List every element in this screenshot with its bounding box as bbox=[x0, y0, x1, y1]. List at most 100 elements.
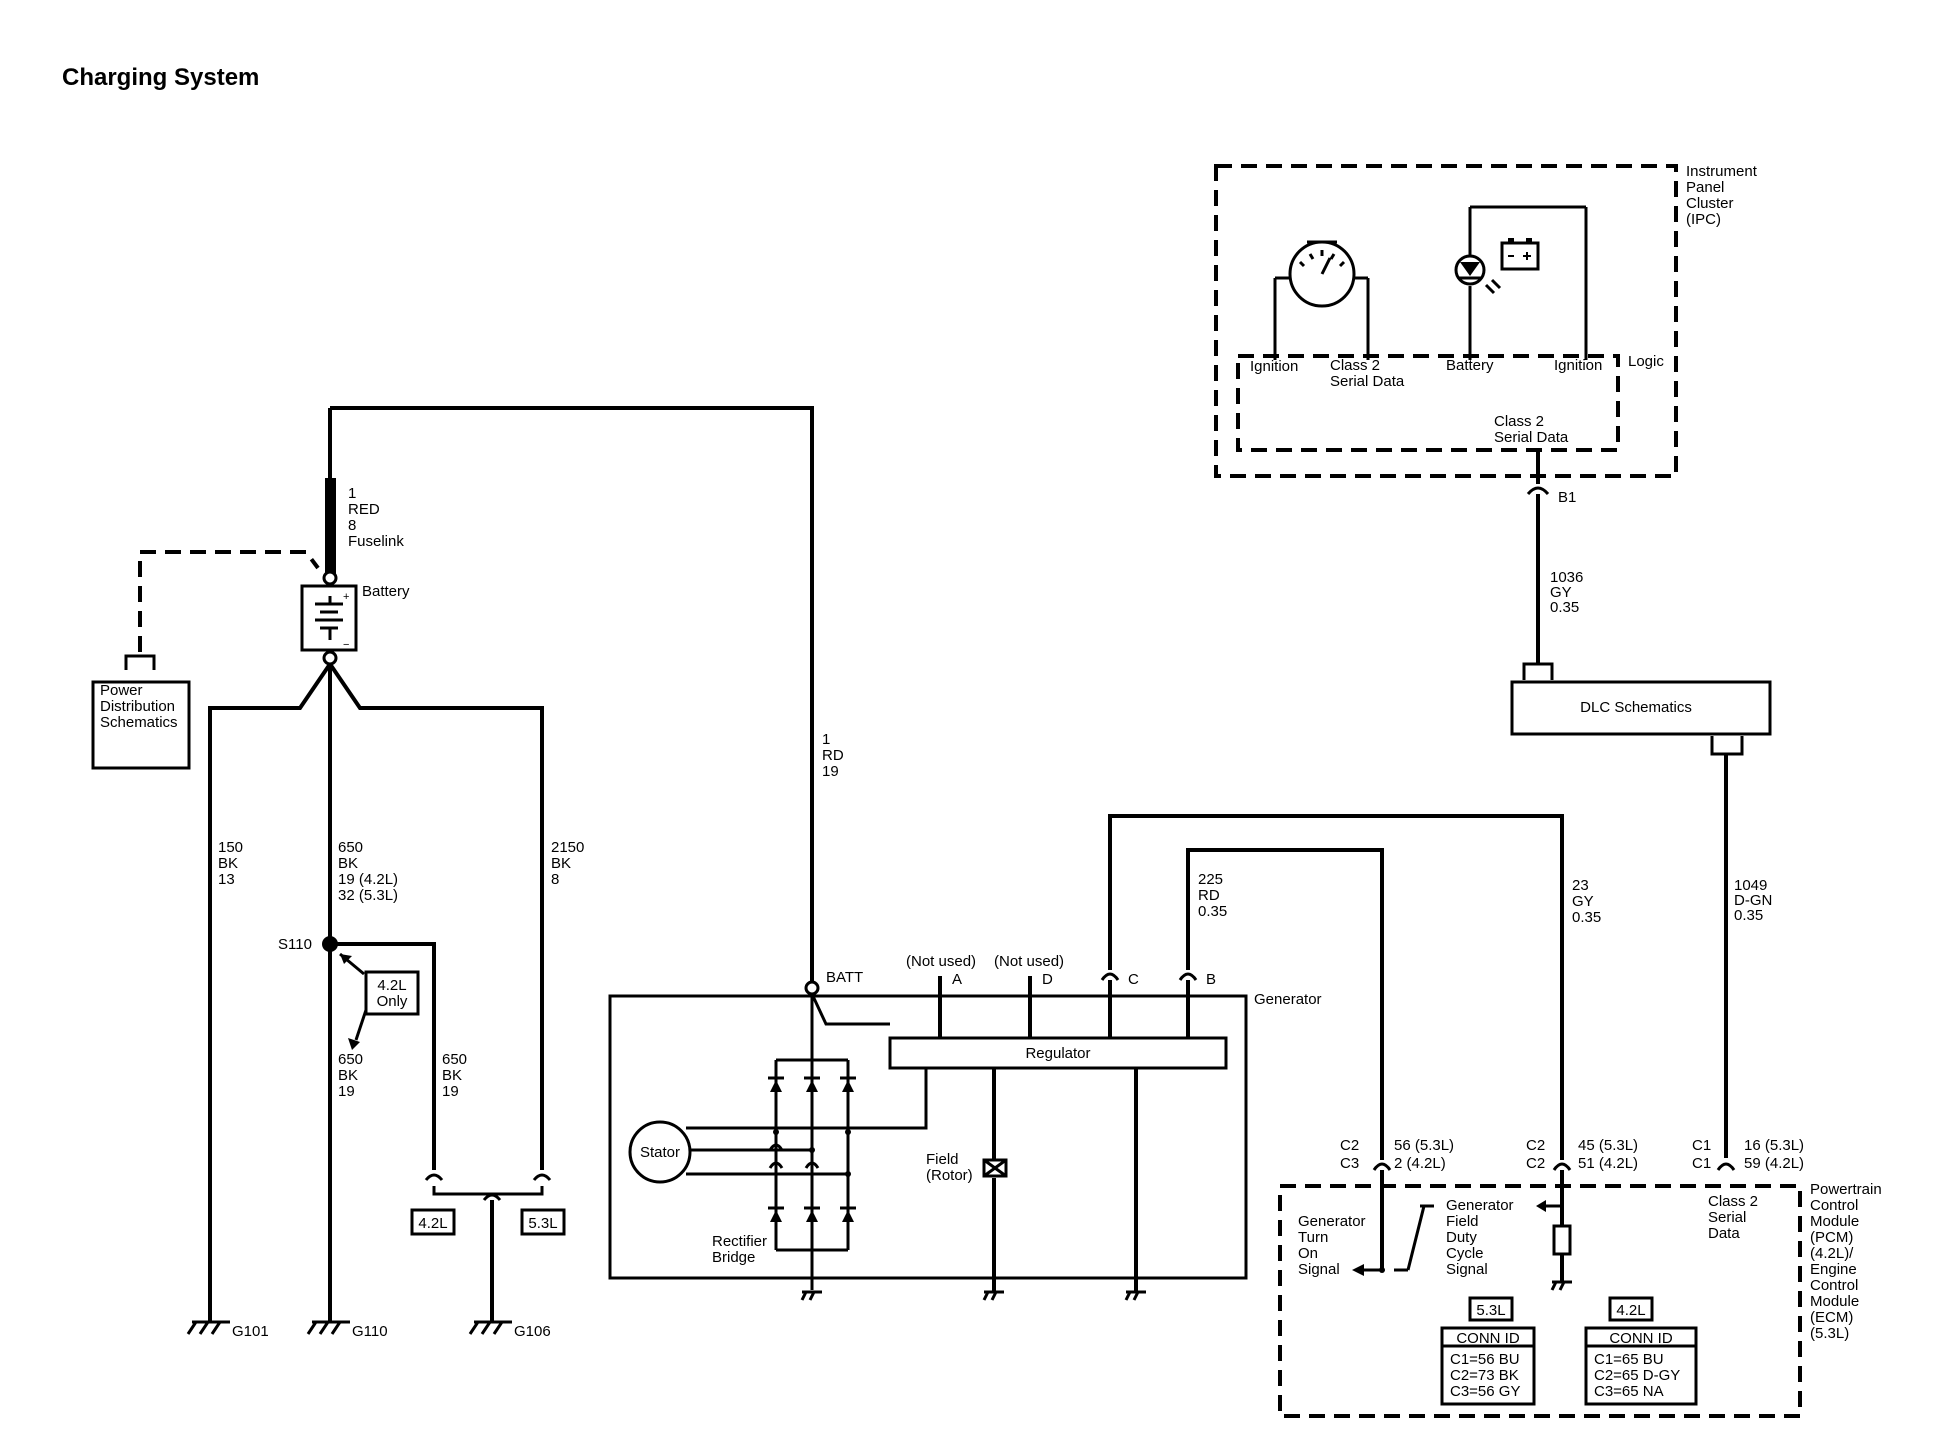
conn-42-tag: 4.2L bbox=[1616, 1302, 1645, 1319]
regulator-box bbox=[888, 1036, 1228, 1070]
text-line: 650 bbox=[338, 1051, 363, 1068]
pin-d-label: D bbox=[1042, 971, 1053, 988]
batt-label: BATT bbox=[826, 969, 863, 986]
text-line: 4.2L bbox=[377, 977, 406, 994]
text-line: 150 bbox=[218, 839, 243, 856]
pcm-conn1-pin-2: 2 (4.2L) bbox=[1394, 1155, 1446, 1172]
text-line: 13 bbox=[218, 871, 235, 888]
text-line: BK bbox=[338, 855, 358, 872]
only-42-box bbox=[364, 970, 420, 1016]
text-line: Class 2 bbox=[1708, 1193, 1758, 1210]
pcm-conn2-pin-2: 51 (4.2L) bbox=[1578, 1155, 1638, 1172]
conn-42-row-2: C2=65 D-GY bbox=[1594, 1367, 1680, 1384]
text-line: Control bbox=[1810, 1277, 1858, 1294]
ground-g106-icon bbox=[468, 1320, 512, 1335]
pin-c-label: C bbox=[1128, 971, 1139, 988]
text-line: Only bbox=[377, 993, 408, 1010]
ground-g110-icon bbox=[306, 1320, 350, 1335]
text-line: D-GN bbox=[1734, 892, 1772, 909]
text-line: 2150 bbox=[551, 839, 584, 856]
pcm-conn3-c-label-1: C1 bbox=[1692, 1137, 1711, 1154]
regulator-label: Regulator bbox=[1025, 1045, 1090, 1062]
text-line: Module bbox=[1810, 1293, 1859, 1310]
text-line: Powertrain bbox=[1810, 1181, 1882, 1198]
dlc-label: DLC Schematics bbox=[1580, 699, 1692, 716]
ipc-pin-ignition-right: Ignition bbox=[1554, 357, 1602, 374]
text-line: 8 bbox=[348, 517, 356, 534]
generator-box bbox=[608, 994, 1248, 1280]
conn-53-row-3: C3=56 GY bbox=[1450, 1383, 1520, 1400]
text-line: BK bbox=[551, 855, 571, 872]
text-line: Serial bbox=[1708, 1209, 1746, 1226]
not-used-a-label: (Not used) bbox=[906, 953, 976, 970]
conn-42-tag-box bbox=[1608, 1296, 1654, 1322]
text-line: Serial Data bbox=[1494, 429, 1569, 446]
text-line: 650 bbox=[338, 839, 363, 856]
pin-b-label: B bbox=[1206, 971, 1216, 988]
text-line: Bridge bbox=[712, 1249, 755, 1266]
rectifier-bridge-icon bbox=[768, 994, 856, 1290]
pcm-module bbox=[1278, 1184, 1802, 1418]
conn-42-row-3: C3=65 NA bbox=[1594, 1383, 1664, 1400]
pcm-conn3-pin-2: 59 (4.2L) bbox=[1744, 1155, 1804, 1172]
text-line: 23 bbox=[1572, 877, 1589, 894]
tag-42-box bbox=[410, 1208, 456, 1236]
conn-42-header: CONN ID bbox=[1609, 1330, 1673, 1347]
text-line: 19 bbox=[822, 763, 839, 780]
text-line: (ECM) bbox=[1810, 1309, 1853, 1326]
tag-53-box bbox=[520, 1208, 566, 1236]
text-line: Serial Data bbox=[1330, 373, 1405, 390]
ground-generator-1-icon bbox=[800, 1290, 822, 1301]
not-used-d-label: (Not used) bbox=[994, 953, 1064, 970]
text-line: Data bbox=[1708, 1225, 1740, 1242]
text-line: Field bbox=[1446, 1213, 1479, 1230]
ground-g101-label: G101 bbox=[232, 1323, 269, 1340]
fuselink-icon bbox=[325, 478, 336, 574]
text-line: 8 bbox=[551, 871, 559, 888]
conn-42-table bbox=[1584, 1326, 1698, 1406]
battery-warning-lamp-icon bbox=[1454, 205, 1588, 360]
text-line: Cycle bbox=[1446, 1245, 1484, 1262]
text-line: Rectifier bbox=[712, 1233, 767, 1250]
pcm-conn1-c-label-1: C2 bbox=[1340, 1137, 1359, 1154]
text-line: Field bbox=[926, 1151, 959, 1168]
ipc-pin-battery: Battery bbox=[1446, 357, 1494, 374]
text-line: (Rotor) bbox=[926, 1167, 973, 1184]
stator-label: Stator bbox=[640, 1144, 680, 1161]
text-line: Instrument bbox=[1686, 163, 1758, 180]
text-line: 0.35 bbox=[1572, 909, 1601, 926]
text-line: 1 bbox=[348, 485, 356, 502]
field-label: Field(Rotor) bbox=[926, 1151, 973, 1184]
conn-53-tag: 5.3L bbox=[1476, 1302, 1505, 1319]
page-title: Charging System bbox=[62, 64, 260, 91]
text-line: Signal bbox=[1446, 1261, 1488, 1278]
text-line: 0.35 bbox=[1734, 907, 1763, 924]
pcm-conn2-c-label-2: C2 bbox=[1526, 1155, 1545, 1172]
ground-g110-label: G110 bbox=[352, 1323, 388, 1340]
svg-text:−: − bbox=[343, 639, 349, 651]
text-line: Class 2 bbox=[1494, 413, 1544, 430]
conn-53-row-2: C2=73 BK bbox=[1450, 1367, 1519, 1384]
svg-text:+: + bbox=[343, 591, 349, 603]
battery-label: Battery bbox=[362, 583, 410, 600]
text-line: GY bbox=[1550, 584, 1572, 601]
text-line: 225 bbox=[1198, 871, 1223, 888]
text-line: BK bbox=[218, 855, 238, 872]
text-line: (5.3L) bbox=[1810, 1325, 1849, 1342]
pin-a-label: A bbox=[952, 971, 962, 988]
text-line: 650 bbox=[442, 1051, 467, 1068]
